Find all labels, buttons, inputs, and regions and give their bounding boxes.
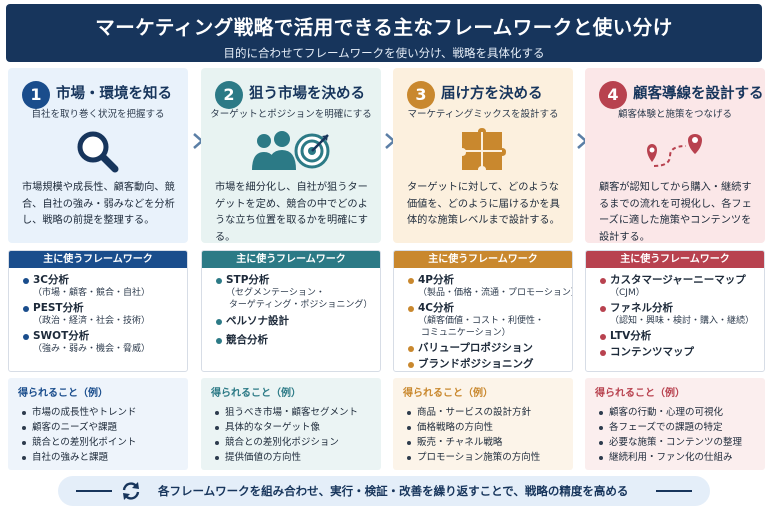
cycle-arrows-icon xyxy=(122,482,140,500)
list-item: バリュープロポジション xyxy=(408,342,564,355)
results-heading: 得られること（例） xyxy=(595,388,685,399)
framework-box-3: 主に使うフレームワーク 4P分析（製品・価格・流通・プロモーション） 4C分析（… xyxy=(393,250,573,372)
list-item: 販売・チャネル戦略 xyxy=(407,435,573,450)
step-number-3: 3 xyxy=(407,81,435,109)
list-item: 自社の強みと課題 xyxy=(22,450,188,465)
results-box-2: 得られること（例） 狙うべき市場・顧客セグメント 具体的なターゲット像 競合との… xyxy=(201,378,381,470)
step-description-2: 市場を細分化し、自社が狙うターゲットを定め、競合の中でどのような立ち位置を取るか… xyxy=(215,182,368,243)
step-card-2: 2 狙う市場を決める ターゲットとポジションを明確にする 市場を細分化し、自社が… xyxy=(201,68,381,243)
results-box-4: 得られること（例） 顧客の行動・心理の可視化 各フェーズでの課題の特定 必要な施… xyxy=(585,378,765,470)
list-item: ペルソナ設計 xyxy=(216,315,372,328)
list-item: 継続利用・ファン化の仕組み xyxy=(599,450,765,465)
list-item: LTV分析 xyxy=(600,330,756,343)
list-item: 市場の成長性やトレンド xyxy=(22,405,188,420)
list-item: 競合分析 xyxy=(216,334,372,347)
list-item: 提供価値の方向性 xyxy=(215,450,381,465)
list-item: コンテンツマップ xyxy=(600,346,756,359)
list-item: 顧客のニーズや課題 xyxy=(22,420,188,435)
list-item: ブランドポジショニング xyxy=(408,358,564,371)
route-pin-icon xyxy=(640,128,710,178)
step-card-3: 3 届け方を決める マーケティングミックスを設計する ターゲットに対して、どのよ… xyxy=(393,68,573,243)
step-title-2: 狙う市場を決める xyxy=(249,86,365,102)
footer-banner: 各フレームワークを組み合わせ、実行・検証・改善を繰り返すことで、戦略の精度を高め… xyxy=(58,476,710,506)
step-card-4: 4 顧客導線を設計する 顧客体験と施策をつなげる 顧客が認知してから購入・継続す… xyxy=(585,68,765,243)
step-description-4: 顧客が認知してから購入・継続するまでの流れを可視化し、各フェーズに適した施策やコ… xyxy=(599,182,752,243)
step-title-1: 市場・環境を知る xyxy=(56,86,172,102)
results-box-3: 得られること（例） 商品・サービスの設計方針 価格戦略の方向性 販売・チャネル戦… xyxy=(393,378,573,470)
framework-heading: 主に使うフレームワーク xyxy=(9,251,187,268)
step-description-3: ターゲットに対して、どのような価値を、どのように届けるかを具体的な施策レベルまで… xyxy=(407,182,560,226)
step-card-1: 1 市場・環境を知る 自社を取り巻く状況を把握する 市場規模や成長性、顧客動向、… xyxy=(8,68,188,243)
footer-text: 各フレームワークを組み合わせ、実行・検証・改善を繰り返すことで、戦略の精度を高め… xyxy=(158,484,629,498)
list-item: プロモーション施策の方向性 xyxy=(407,450,573,465)
list-item: 3C分析（市場・顧客・競合・自社） xyxy=(23,274,179,299)
step-title-4: 顧客導線を設計する xyxy=(633,86,764,102)
step-subtitle-4: 顧客体験と施策をつなげる xyxy=(617,109,732,120)
framework-box-4: 主に使うフレームワーク カスタマージャーニーマップ（CJM） ファネル分析（認知… xyxy=(585,250,765,372)
framework-heading: 主に使うフレームワーク xyxy=(586,251,764,268)
results-heading: 得られること（例） xyxy=(211,388,301,399)
step-number-2: 2 xyxy=(215,81,243,109)
list-item: STP分析（セグメンテーション・ ターゲティング・ポジショニング） xyxy=(216,274,372,311)
magnifier-icon xyxy=(73,128,123,178)
list-item: 4C分析（顧客価値・コスト・利便性・ コミュニケーション） xyxy=(408,302,564,339)
puzzle-icon xyxy=(458,128,508,178)
results-box-1: 得られること（例） 市場の成長性やトレンド 顧客のニーズや課題 競合との差別化ポ… xyxy=(8,378,188,470)
results-heading: 得られること（例） xyxy=(18,388,108,399)
list-item: 商品・サービスの設計方針 xyxy=(407,405,573,420)
header-banner: マーケティング戦略で活用できる主なフレームワークと使い分け 目的に合わせてフレー… xyxy=(6,4,762,62)
framework-box-2: 主に使うフレームワーク STP分析（セグメンテーション・ ターゲティング・ポジシ… xyxy=(201,250,381,372)
step-subtitle-1: 自社を取り巻く状況を把握する xyxy=(31,109,165,120)
list-item: 顧客の行動・心理の可視化 xyxy=(599,405,765,420)
step-subtitle-3: マーケティングミックスを設計する xyxy=(407,109,559,120)
results-heading: 得られること（例） xyxy=(403,388,493,399)
framework-heading: 主に使うフレームワーク xyxy=(202,251,380,268)
list-item: 4P分析（製品・価格・流通・プロモーション） xyxy=(408,274,572,299)
list-item: SWOT分析（強み・弱み・機会・脅威） xyxy=(23,330,179,355)
step-subtitle-2: ターゲットとポジションを明確にする xyxy=(210,109,372,120)
footer-divider xyxy=(656,490,692,492)
page-title: マーケティング戦略で活用できる主なフレームワークと使い分け xyxy=(95,16,673,39)
step-number-4: 4 xyxy=(599,81,627,109)
list-item: カスタマージャーニーマップ（CJM） xyxy=(600,274,756,299)
list-item: 狙うべき市場・顧客セグメント xyxy=(215,405,381,420)
page-subtitle: 目的に合わせてフレームワークを使い分け、戦略を具体化する xyxy=(223,46,545,60)
framework-heading: 主に使うフレームワーク xyxy=(394,251,572,268)
framework-box-1: 主に使うフレームワーク 3C分析（市場・顧客・競合・自社） PEST分析（政治・… xyxy=(8,250,188,372)
list-item: 競合との差別化ポイント xyxy=(22,435,188,450)
list-item: 具体的なターゲット像 xyxy=(215,420,381,435)
list-item: 必要な施策・コンテンツの整理 xyxy=(599,435,765,450)
step-title-3: 届け方を決める xyxy=(441,86,543,102)
target-people-icon xyxy=(250,128,332,178)
list-item: ファネル分析（認知・興味・検討・購入・継続） xyxy=(600,302,756,327)
step-description-1: 市場規模や成長性、顧客動向、競合、自社の強み・弱みなどを分析し、戦略の前提を整理… xyxy=(22,182,175,226)
list-item: 競合との差別化ポジション xyxy=(215,435,381,450)
list-item: 価格戦略の方向性 xyxy=(407,420,573,435)
step-number-1: 1 xyxy=(22,81,50,109)
list-item: PEST分析（政治・経済・社会・技術） xyxy=(23,302,179,327)
footer-divider xyxy=(76,490,112,492)
list-item: 各フェーズでの課題の特定 xyxy=(599,420,765,435)
